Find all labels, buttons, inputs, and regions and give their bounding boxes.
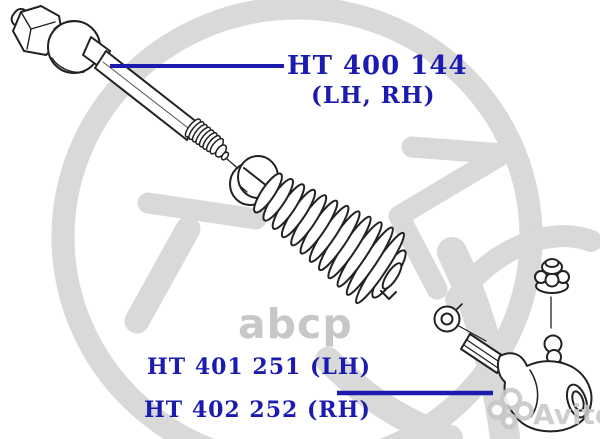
background-logo-watermark — [51, 0, 600, 439]
watermark-band-center — [137, 192, 267, 230]
castle-nut-drawing — [534, 258, 570, 294]
rod-threads — [184, 118, 230, 161]
avito-watermark: Avito — [487, 387, 600, 431]
watermark-band-bottom — [315, 347, 463, 439]
abcp-watermark: abcp — [238, 300, 353, 348]
part-number-left: HT 401 251 (LH) — [147, 354, 372, 380]
part-number-right: HT 402 252 (RH) — [144, 397, 371, 423]
part-number-main-side: (LH, RH) — [311, 82, 436, 109]
watermark-slash — [124, 216, 201, 334]
assembly-axis-line-lower — [456, 324, 487, 342]
avito-logo-icon — [487, 387, 534, 430]
avito-watermark-text: Avito — [533, 398, 600, 431]
inner-tie-rod-drawing — [10, 5, 242, 172]
boot-end-notch — [380, 290, 397, 300]
rack-boot-drawing — [253, 172, 407, 305]
snap-ring-drawing — [433, 303, 487, 342]
watermark-zigzag — [388, 136, 514, 300]
part-number-main: HT 400 144 — [287, 51, 468, 81]
leader-lines — [110, 64, 493, 396]
tie-rod-end-drawing — [460, 258, 593, 433]
